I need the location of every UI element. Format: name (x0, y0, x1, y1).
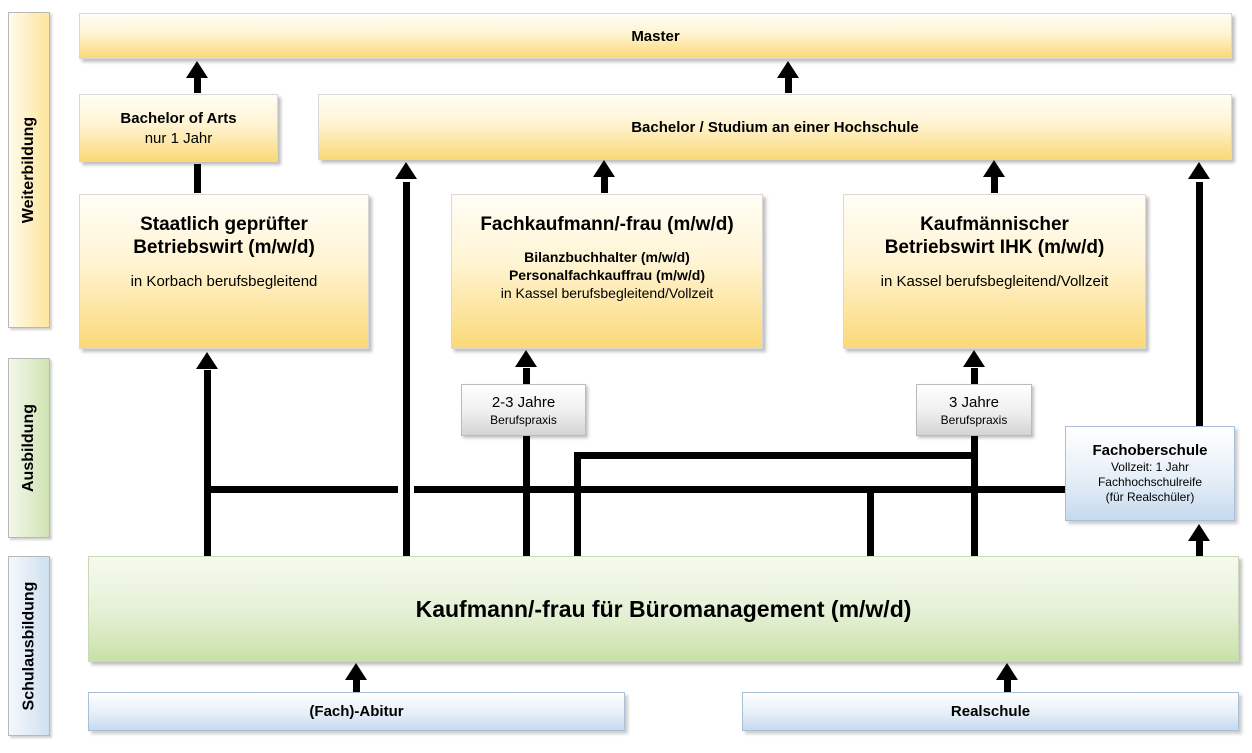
arrowhead-bachelor-arts (186, 61, 208, 78)
box-master: Master (79, 13, 1232, 59)
arrowhead-ihk (963, 350, 985, 367)
box-berufspraxis-3: 3 Jahre Berufspraxis (916, 384, 1032, 436)
fos-line-2: Fachhochschulreife (1097, 475, 1203, 489)
side-label-ausbildung: Ausbildung (8, 358, 50, 538)
arrowhead-ihk-up (983, 160, 1005, 177)
fos-line-1: Vollzeit: 1 Jahr (1110, 460, 1190, 474)
praxis1-sub: Berufspraxis (490, 412, 557, 427)
bachelor-arts-title: Bachelor of Arts (120, 109, 237, 127)
arrowhead-fachkaufmann-up (593, 160, 615, 177)
betriebswirt-title-1: Staatlich geprüfter (140, 214, 308, 235)
connector-abitur (353, 678, 360, 692)
realschule-label: Realschule (950, 703, 1031, 720)
connector-fos-bottom (1196, 540, 1203, 556)
praxis1-title: 2-3 Jahre (491, 393, 556, 411)
side-label-schulausbildung: Schulausbildung (8, 556, 50, 736)
betriebswirt-title-2: Betriebswirt (m/w/d) (133, 237, 315, 258)
box-staatlich-betriebswirt: Staatlich geprüfter Betriebswirt (m/w/d)… (79, 194, 369, 349)
connector-to-master-left (194, 78, 201, 93)
kaufmann-label: Kaufmann/-frau für Büromanagement (m/w/d… (415, 595, 912, 622)
connector-vertical-praxis2-top (971, 368, 978, 384)
box-fach-abitur: (Fach)-Abitur (88, 692, 625, 731)
connector-vertical-betriebswirt (204, 370, 211, 556)
side-label-ausbildung-text: Ausbildung (20, 404, 38, 492)
side-label-schulausbildung-text: Schulausbildung (20, 581, 38, 711)
connector-vertical-praxis1-top (523, 368, 530, 384)
connector-vertical-praxis1 (523, 436, 530, 556)
box-kaufm-betriebswirt-ihk: Kaufmännischer Betriebswirt IHK (m/w/d) … (843, 194, 1146, 349)
connector-vertical-middle (867, 486, 874, 556)
arrowhead-fachkaufmann (515, 350, 537, 367)
betriebswirt-sub: in Korbach berufsbegleitend (130, 273, 318, 290)
connector-bachelor-arts (194, 164, 201, 193)
box-kaufmann-bueromanagement: Kaufmann/-frau für Büromanagement (m/w/d… (88, 556, 1239, 662)
arrowhead-realschule (996, 663, 1018, 680)
box-fachkaufmann: Fachkaufmann/-frau (m/w/d) Bilanzbuchhal… (451, 194, 763, 349)
praxis2-title: 3 Jahre (948, 393, 1000, 411)
box-berufspraxis-2-3: 2-3 Jahre Berufspraxis (461, 384, 586, 436)
box-bachelor-studium: Bachelor / Studium an einer Hochschule (318, 94, 1232, 160)
arrowhead-abitur (345, 663, 367, 680)
connector-vertical-fos (1196, 182, 1203, 426)
fachkaufmann-sub: in Kassel berufsbegleitend/Vollzeit (500, 285, 714, 301)
connector-step-horizontal (574, 452, 978, 459)
connector-to-master-right (785, 78, 792, 93)
box-bachelor-of-arts: Bachelor of Arts nur 1 Jahr (79, 94, 278, 162)
side-label-weiterbildung: Weiterbildung (8, 12, 50, 328)
connector-step-vertical (574, 452, 581, 556)
bachelor-arts-sub: nur 1 Jahr (144, 129, 213, 147)
arrowhead-bachelor-right (1188, 162, 1210, 179)
box-fachoberschule: Fachoberschule Vollzeit: 1 Jahr Fachhoch… (1065, 426, 1235, 521)
master-label: Master (631, 27, 680, 45)
connector-vertical-bachelor (403, 182, 410, 556)
ihk-title-1: Kaufmännischer (920, 214, 1069, 235)
fos-line-3: (für Realschüler) (1105, 490, 1195, 504)
bachelor-studium-label: Bachelor / Studium an einer Hochschule (631, 118, 919, 136)
box-realschule: Realschule (742, 692, 1239, 731)
fachkaufmann-line-1: Bilanzbuchhalter (m/w/d) (524, 249, 690, 265)
praxis2-sub: Berufspraxis (940, 412, 1008, 427)
connector-ihk-up (991, 176, 998, 193)
connector-horizontal-left (204, 486, 398, 493)
connector-vertical-praxis2 (971, 436, 978, 556)
connector-realschule (1004, 678, 1011, 692)
arrowhead-master (777, 61, 799, 78)
fachkaufmann-title: Fachkaufmann/-frau (m/w/d) (480, 214, 734, 235)
abitur-label: (Fach)-Abitur (309, 703, 404, 720)
arrowhead-bachelor-left (395, 162, 417, 179)
side-label-weiterbildung-text: Weiterbildung (20, 116, 37, 224)
ihk-title-2: Betriebswirt IHK (m/w/d) (884, 237, 1105, 258)
arrowhead-betriebswirt (196, 352, 218, 369)
ihk-sub: in Kassel berufsbegleitend/Vollzeit (880, 273, 1109, 290)
arrowhead-fos (1188, 524, 1210, 541)
fos-title: Fachoberschule (1092, 442, 1208, 459)
fachkaufmann-line-2: Personalfachkauffrau (m/w/d) (508, 267, 706, 283)
connector-horizontal-right (414, 486, 1066, 493)
connector-fachkaufmann-up (601, 176, 608, 193)
